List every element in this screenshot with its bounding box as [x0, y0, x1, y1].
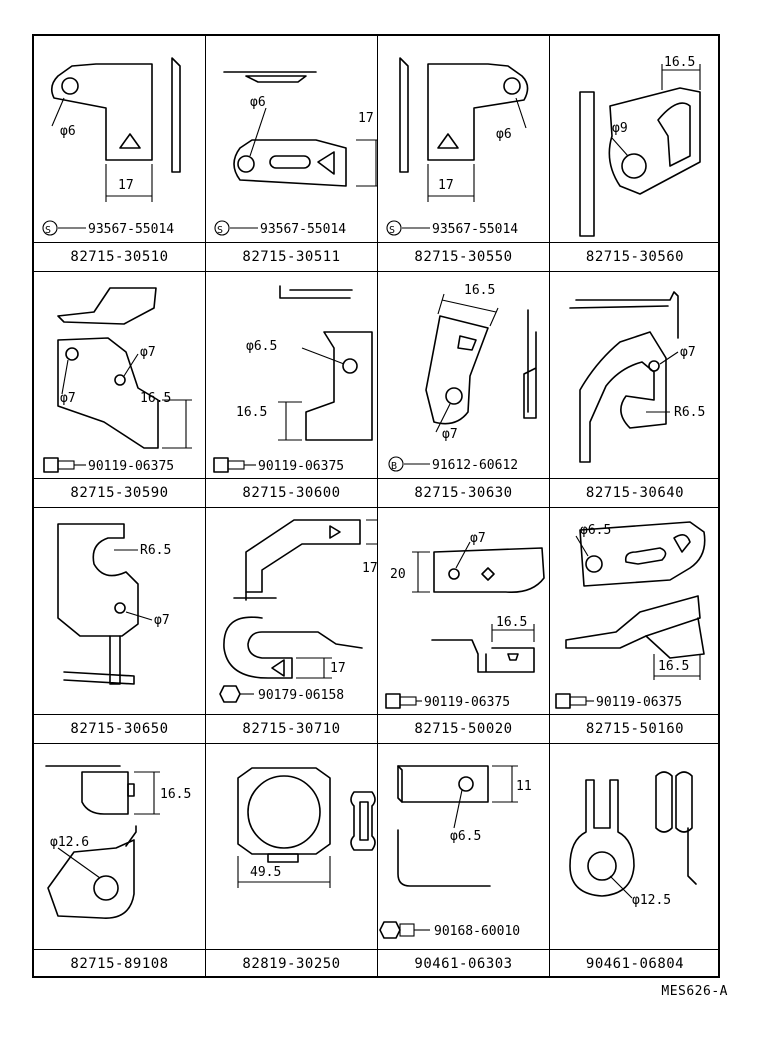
part-number: 82715-30510	[34, 242, 205, 271]
part-cell-15: 11 φ6.5 90168-60010 90461-06303	[378, 744, 550, 978]
dim-label: φ6.5	[450, 829, 481, 844]
bracket-drawing-12: φ6.5 16.5 90119-06375	[555, 521, 706, 710]
bracket-drawing-14: 49.5	[237, 767, 376, 888]
part-number: 82715-30710	[206, 714, 377, 743]
part-number: 90461-06804	[550, 949, 720, 978]
dim-label: φ7	[442, 427, 458, 442]
fastener-symbol: S	[45, 225, 51, 236]
dim-label: 20	[390, 567, 406, 582]
dim-label: 17	[438, 178, 454, 193]
part-number: 82715-30650	[34, 714, 205, 743]
dim-label: φ6.5	[580, 523, 611, 538]
dim-label: R6.5	[140, 543, 171, 558]
parts-grid: φ6 17 S 93567-55014 82715-30510 φ6 17 S …	[32, 34, 720, 978]
dim-label: φ7	[680, 345, 696, 360]
part-cell-14: 49.5 82819-30250	[206, 744, 378, 978]
bracket-drawing-3: φ6 17 S 93567-55014	[386, 57, 529, 237]
fastener-part-number: 90119-06375	[88, 459, 174, 474]
bracket-drawing-11: φ7 20 16.5 90119-06375	[385, 531, 545, 710]
fastener-part-number: 90119-06375	[424, 695, 510, 710]
dim-label: 16.5	[236, 405, 267, 420]
part-cell-12: φ6.5 16.5 90119-06375 82715-50160	[550, 508, 720, 744]
fastener-part-number: 90168-60010	[434, 924, 520, 939]
dim-label: φ6	[250, 95, 266, 110]
part-number: 82715-30630	[378, 478, 549, 507]
dim-label: 16.5	[464, 283, 495, 298]
bracket-drawing-2: φ6 17 S 93567-55014	[214, 71, 378, 237]
part-cell-3: φ6 17 S 93567-55014 82715-30550	[378, 36, 550, 272]
part-cell-16: φ12.5 90461-06804	[550, 744, 720, 978]
bracket-drawing-4: φ9 16.5	[579, 55, 701, 237]
part-cell-13: 16.5 φ12.6 82715-89108	[34, 744, 206, 978]
fastener-part-number: 91612-60612	[432, 458, 518, 473]
part-number: 82715-30590	[34, 478, 205, 507]
dim-label: 17	[358, 111, 374, 126]
part-number: 82715-50020	[378, 714, 549, 743]
part-number: 82715-30640	[550, 478, 720, 507]
dim-label: φ6	[60, 124, 76, 139]
bracket-drawing-6: φ6.5 16.5 90119-06375	[213, 285, 373, 474]
part-cell-2: φ6 17 S 93567-55014 82715-30511	[206, 36, 378, 272]
bracket-drawing-8: φ7 R6.5	[569, 291, 705, 463]
bracket-drawing-1: φ6 17 S 93567-55014	[42, 57, 181, 237]
bracket-drawing-10: 17 17 90179-06158	[219, 519, 378, 703]
fastener-symbol: B	[391, 461, 397, 472]
dim-label: R6.5	[674, 405, 705, 420]
dim-label: φ7	[140, 345, 156, 360]
fastener-part-number: 93567-55014	[260, 222, 346, 237]
fastener-part-number: 90179-06158	[258, 688, 344, 703]
part-number: 90461-06303	[378, 949, 549, 978]
fastener-symbol: S	[217, 225, 223, 236]
bracket-drawing-5: φ7 φ7 16.5 90119-06375	[43, 287, 192, 474]
dim-label: 16.5	[658, 659, 689, 674]
dim-label: φ12.6	[50, 835, 89, 850]
part-cell-1: φ6 17 S 93567-55014 82715-30510	[34, 36, 206, 272]
part-number: 82715-30600	[206, 478, 377, 507]
dim-label: 16.5	[496, 615, 527, 630]
bracket-drawing-13: 16.5 φ12.6	[45, 765, 191, 919]
part-cell-9: R6.5 φ7 82715-30650	[34, 508, 206, 744]
bracket-drawing-9: R6.5 φ7	[57, 523, 171, 685]
dim-label: φ7	[470, 531, 486, 546]
dim-label: φ7	[154, 613, 170, 628]
fastener-part-number: 90119-06375	[258, 459, 344, 474]
part-number: 82715-50160	[550, 714, 720, 743]
bracket-drawing-15: 11 φ6.5 90168-60010	[379, 765, 532, 939]
dim-label: φ6.5	[246, 339, 277, 354]
fastener-part-number: 93567-55014	[88, 222, 174, 237]
part-cell-4: φ9 16.5 82715-30560	[550, 36, 720, 272]
part-number: 82715-89108	[34, 949, 205, 978]
terminal-drawing-16: φ12.5	[569, 771, 697, 908]
part-cell-10: 17 17 90179-06158 82715-30710	[206, 508, 378, 744]
dim-label: 16.5	[160, 787, 191, 802]
dim-label: 17	[330, 661, 346, 676]
part-number: 82715-30550	[378, 242, 549, 271]
part-cell-11: φ7 20 16.5 90119-06375 82715-50020	[378, 508, 550, 744]
fastener-part-number: 90119-06375	[596, 695, 682, 710]
part-cell-5: φ7 φ7 16.5 90119-06375 82715-30590	[34, 272, 206, 508]
dim-label: 49.5	[250, 865, 281, 880]
part-cell-7: 16.5 φ7 B 91612-60612 82715-30630	[378, 272, 550, 508]
dim-label: 16.5	[664, 55, 695, 70]
dim-label: φ9	[612, 121, 628, 136]
dim-label: φ6	[496, 127, 512, 142]
fastener-part-number: 93567-55014	[432, 222, 518, 237]
dim-label: 16.5	[140, 391, 171, 406]
dim-label: φ7	[60, 391, 76, 406]
part-number: 82715-30560	[550, 242, 720, 271]
part-number: 82819-30250	[206, 949, 377, 978]
bracket-drawing-7: 16.5 φ7 B 91612-60612	[388, 283, 537, 473]
dim-label: 17	[118, 178, 134, 193]
dim-label: 17	[362, 561, 378, 576]
part-cell-8: φ7 R6.5 82715-30640	[550, 272, 720, 508]
part-number: 82715-30511	[206, 242, 377, 271]
dim-label: 11	[516, 779, 532, 794]
dim-label: φ12.5	[632, 893, 671, 908]
fastener-symbol: S	[389, 225, 395, 236]
part-cell-6: φ6.5 16.5 90119-06375 82715-30600	[206, 272, 378, 508]
drawing-reference-code: MES626-A	[661, 984, 728, 999]
